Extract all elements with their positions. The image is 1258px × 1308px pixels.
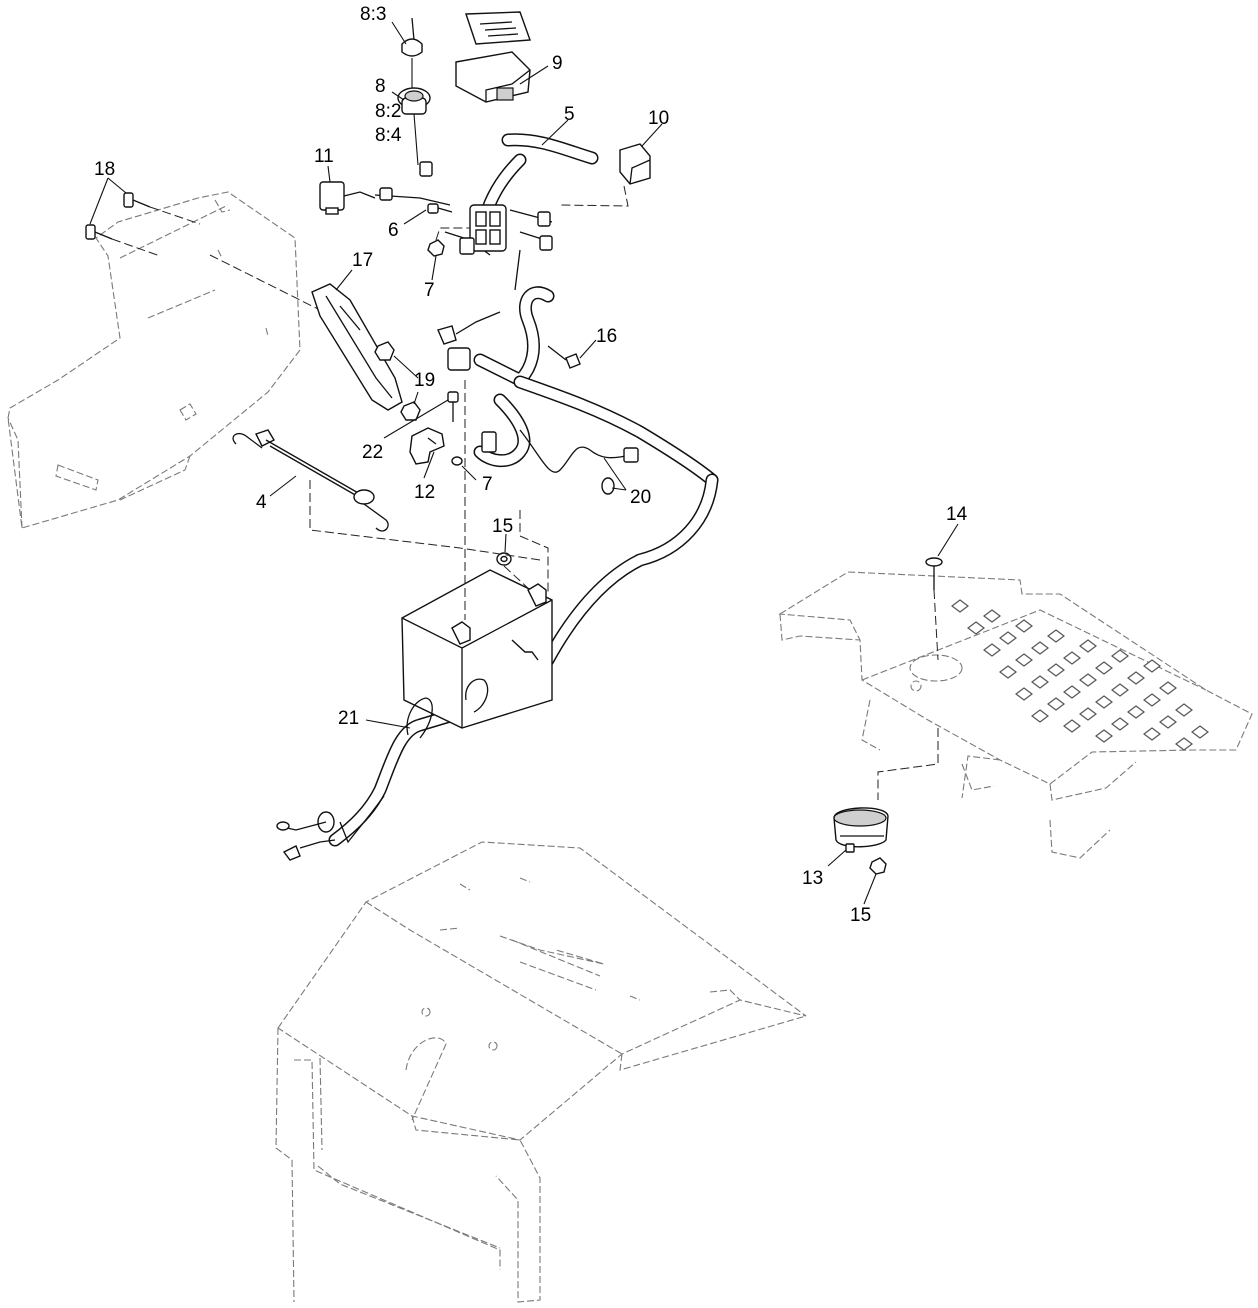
cover-9 xyxy=(455,51,531,103)
nut-7-upper xyxy=(427,239,445,257)
callout-17: 17 xyxy=(352,250,373,271)
grip-diamond xyxy=(1063,719,1081,733)
grip-diamond xyxy=(1079,639,1097,653)
foot-plate-grip-pattern xyxy=(951,599,1209,751)
alarm-13 xyxy=(833,807,889,853)
bolt-6 xyxy=(427,203,453,214)
callout-6: 6 xyxy=(388,220,399,241)
battery-cable-ends xyxy=(276,795,385,861)
grip-diamond xyxy=(1079,707,1097,721)
grip-diamond xyxy=(1079,673,1097,687)
grip-diamond xyxy=(1111,649,1129,663)
grip-diamond xyxy=(1031,709,1049,723)
relay-11 xyxy=(319,181,376,215)
callout-11: 11 xyxy=(314,146,334,167)
strap-21 xyxy=(406,678,489,739)
ignition-switch-8 xyxy=(397,87,433,177)
callout-10: 10 xyxy=(648,108,669,129)
grip-diamond xyxy=(999,631,1017,645)
callout-8-2: 8:2 xyxy=(375,101,401,122)
foot-plate-outline xyxy=(778,571,1253,859)
grip-diamond xyxy=(1191,725,1209,739)
callout-8-4: 8:4 xyxy=(375,125,402,146)
callout-15-lower: 15 xyxy=(850,905,871,926)
fuse-block xyxy=(437,311,501,371)
nut-19-upper xyxy=(374,341,395,361)
nut-15-lower xyxy=(869,857,887,875)
washer-15-upper xyxy=(496,552,512,566)
strap-4 xyxy=(232,429,389,532)
callout-7-upper: 7 xyxy=(424,280,435,301)
grip-diamond xyxy=(1143,727,1161,741)
callout-9: 9 xyxy=(552,53,563,74)
pin-14 xyxy=(925,557,943,590)
callout-21: 21 xyxy=(338,708,359,729)
grip-diamond xyxy=(983,609,1001,623)
callout-19: 19 xyxy=(414,370,435,391)
console-housing-outline xyxy=(275,841,807,1303)
side-panel-outline xyxy=(7,191,301,529)
grip-diamond xyxy=(1127,671,1145,685)
grip-diamond xyxy=(1159,715,1177,729)
callout-14: 14 xyxy=(946,504,968,525)
grip-diamond xyxy=(1047,629,1065,643)
grip-diamond xyxy=(1095,729,1113,743)
decal-9 xyxy=(465,11,531,45)
grip-diamond xyxy=(1127,705,1145,719)
grip-diamond xyxy=(1015,687,1033,701)
grip-diamond xyxy=(1063,651,1081,665)
callout-7-lower: 7 xyxy=(482,474,493,495)
grip-diamond xyxy=(1047,697,1065,711)
connector-block xyxy=(379,187,553,255)
clamp-20 xyxy=(601,447,639,495)
grip-diamond xyxy=(1175,703,1193,717)
clip-12 xyxy=(409,427,445,465)
grip-diamond xyxy=(1063,685,1081,699)
callout-18: 18 xyxy=(94,159,115,180)
grip-diamond xyxy=(1015,619,1033,633)
grip-diamond xyxy=(951,599,969,613)
callout-12: 12 xyxy=(414,482,435,503)
nut-19-lower xyxy=(400,401,421,421)
grip-diamond xyxy=(1111,717,1129,731)
grip-diamond xyxy=(1111,683,1129,697)
callout-20: 20 xyxy=(630,487,651,508)
callout-8: 8 xyxy=(375,76,386,97)
grip-diamond xyxy=(1143,659,1161,673)
switch-10 xyxy=(619,143,651,185)
callout-22: 22 xyxy=(362,442,383,463)
grip-diamond xyxy=(1143,693,1161,707)
bolt-22 xyxy=(447,391,459,422)
callout-13: 13 xyxy=(802,868,823,889)
grip-diamond xyxy=(1159,681,1177,695)
grip-diamond xyxy=(1015,653,1033,667)
grip-diamond xyxy=(967,621,985,635)
grip-diamond xyxy=(1031,641,1049,655)
callout-8-3: 8:3 xyxy=(360,4,386,25)
key-8-3 xyxy=(401,17,423,88)
bolt-18-upper xyxy=(123,192,151,208)
bolt-16 xyxy=(547,345,581,369)
grip-diamond xyxy=(999,665,1017,679)
callout-5: 5 xyxy=(564,104,575,125)
callout-16: 16 xyxy=(596,326,617,347)
grip-diamond xyxy=(1095,661,1113,675)
nut-7-lower xyxy=(451,456,463,466)
grip-diamond xyxy=(1031,675,1049,689)
grip-diamond xyxy=(1175,737,1193,751)
grip-diamond xyxy=(1095,695,1113,709)
callout-15-upper: 15 xyxy=(492,516,513,537)
grip-diamond xyxy=(983,643,1001,657)
callout-4: 4 xyxy=(256,492,267,513)
battery xyxy=(401,569,553,729)
connector-mid xyxy=(481,431,497,453)
bolt-18-lower xyxy=(85,224,113,240)
grip-diamond xyxy=(1047,663,1065,677)
callout-leader-lines xyxy=(89,21,959,905)
wire-harness-5 xyxy=(328,133,719,847)
